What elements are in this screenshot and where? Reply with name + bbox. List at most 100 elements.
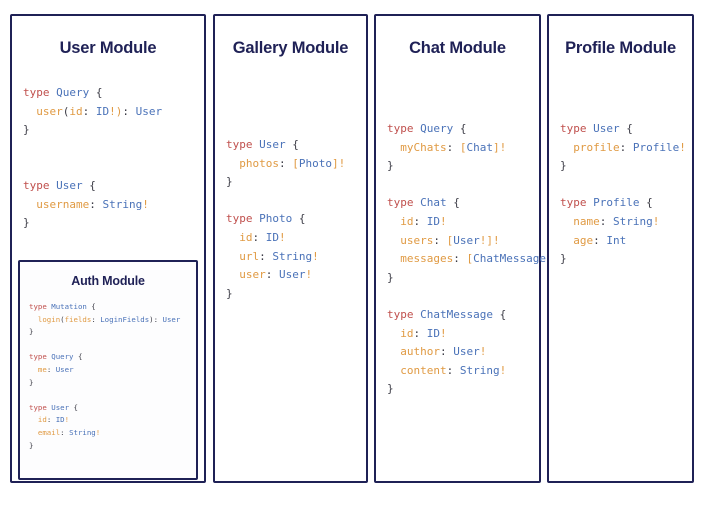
module-card-user[interactable]: User Module type Query { user(id: ID!): … bbox=[10, 14, 206, 483]
code-token: ! bbox=[312, 249, 319, 263]
code-token: } bbox=[226, 175, 233, 189]
code-token: !) bbox=[109, 104, 123, 118]
code-token: Mutation bbox=[51, 302, 87, 311]
code-token: type bbox=[29, 302, 52, 311]
code-token: User bbox=[593, 122, 620, 135]
code-token: : bbox=[153, 314, 163, 324]
code-token: login bbox=[29, 314, 61, 324]
code-token: user bbox=[23, 104, 63, 118]
module-card-profile[interactable]: Profile Module type User { profile: Prof… bbox=[547, 14, 694, 483]
schema-code-auth: type Mutation { login(fields: LoginField… bbox=[29, 301, 191, 452]
code-token: photos bbox=[226, 156, 279, 170]
code-token: Int bbox=[606, 233, 627, 247]
code-token: ) bbox=[149, 314, 154, 324]
code-token: String bbox=[102, 197, 143, 211]
code-token: Profile bbox=[593, 196, 640, 210]
code-token: !]! bbox=[479, 233, 500, 247]
code-token: : bbox=[446, 363, 460, 377]
code-token: type bbox=[23, 86, 57, 99]
code-token: type bbox=[387, 307, 421, 321]
code-token: id bbox=[69, 104, 83, 118]
code-token: ! bbox=[305, 268, 313, 282]
code-token: { bbox=[82, 178, 96, 192]
code-token: Query bbox=[51, 352, 74, 362]
code-token: : bbox=[82, 104, 96, 118]
code-token: ID bbox=[55, 415, 65, 425]
code-token: [ bbox=[446, 233, 454, 247]
code-token: [ bbox=[466, 252, 474, 266]
code-token: : bbox=[413, 214, 427, 228]
code-token: User bbox=[162, 314, 181, 324]
code-token: id bbox=[387, 214, 414, 228]
code-token: id bbox=[226, 230, 253, 244]
code-token: type bbox=[387, 122, 421, 135]
code-token: { bbox=[453, 122, 467, 135]
code-token: User bbox=[51, 402, 70, 412]
module-title-user: User Module bbox=[59, 39, 157, 57]
code-token: : bbox=[89, 197, 103, 211]
code-token: author bbox=[387, 345, 440, 359]
code-token: type bbox=[29, 352, 52, 362]
code-token: User bbox=[135, 104, 163, 118]
code-token: } bbox=[226, 286, 233, 300]
code-token: [ bbox=[292, 156, 299, 170]
code-token: User bbox=[279, 268, 306, 282]
module-title-chat: Chat Module bbox=[409, 39, 506, 57]
code-token: } bbox=[23, 216, 30, 230]
code-token: myChats bbox=[387, 140, 447, 154]
code-token: } bbox=[29, 377, 34, 387]
code-token: : bbox=[593, 233, 607, 247]
schema-code-profile: type User { profile: Profile! } type Pro… bbox=[560, 120, 686, 269]
code-token: : bbox=[439, 345, 454, 359]
code-token: ChatMessage bbox=[420, 307, 493, 321]
code-token: { bbox=[69, 402, 78, 412]
code-token: id bbox=[29, 415, 47, 425]
code-token: Photo bbox=[298, 156, 332, 170]
code-token: [ bbox=[459, 140, 467, 154]
code-token: } bbox=[29, 440, 34, 450]
code-token: : bbox=[46, 415, 56, 425]
code-token: ]! bbox=[492, 140, 507, 154]
code-token: ! bbox=[440, 214, 447, 228]
code-token: profile bbox=[560, 140, 620, 154]
code-token: username bbox=[23, 197, 90, 211]
module-card-chat[interactable]: Chat Module type Query { myChats: [Chat]… bbox=[374, 14, 559, 483]
code-token: : bbox=[619, 140, 633, 154]
code-token: users bbox=[387, 233, 434, 247]
code-token: ID bbox=[426, 326, 440, 340]
module-title-auth: Auth Module bbox=[71, 274, 145, 288]
code-token: : bbox=[453, 252, 467, 266]
code-token: } bbox=[29, 327, 34, 337]
code-token: fields bbox=[64, 314, 92, 324]
code-token: email bbox=[29, 427, 61, 437]
code-token: id bbox=[387, 326, 414, 340]
code-token: LoginFields bbox=[100, 314, 150, 324]
code-token: } bbox=[387, 382, 394, 396]
code-token: type bbox=[560, 122, 594, 135]
code-token: : bbox=[265, 268, 279, 282]
code-token: ID bbox=[95, 104, 110, 118]
code-token: ( bbox=[60, 314, 65, 324]
code-token: } bbox=[387, 270, 394, 284]
code-token: { bbox=[492, 307, 507, 321]
code-token: String bbox=[459, 363, 500, 377]
code-token: type bbox=[226, 212, 260, 226]
code-token: type bbox=[226, 138, 260, 151]
code-token: ! bbox=[142, 197, 149, 211]
code-token: String bbox=[613, 214, 653, 228]
code-token: ID bbox=[426, 214, 440, 228]
code-token: content bbox=[387, 363, 447, 377]
code-token: age bbox=[560, 233, 594, 247]
code-token: { bbox=[285, 138, 299, 151]
module-card-auth[interactable]: Auth Module type Mutation { login(fields… bbox=[18, 260, 198, 480]
code-token: { bbox=[619, 122, 633, 135]
code-token: ! bbox=[679, 140, 686, 154]
code-token: { bbox=[73, 352, 83, 362]
code-token: User bbox=[56, 178, 83, 192]
module-card-gallery[interactable]: Gallery Module type User { photos: [Phot… bbox=[213, 14, 368, 483]
code-token: url bbox=[226, 249, 260, 263]
schema-code-chat: type Query { myChats: [Chat]! } type Cha… bbox=[387, 120, 559, 399]
code-token: ! bbox=[652, 214, 660, 228]
module-title-gallery: Gallery Module bbox=[232, 39, 349, 57]
code-token: Query bbox=[420, 122, 454, 135]
